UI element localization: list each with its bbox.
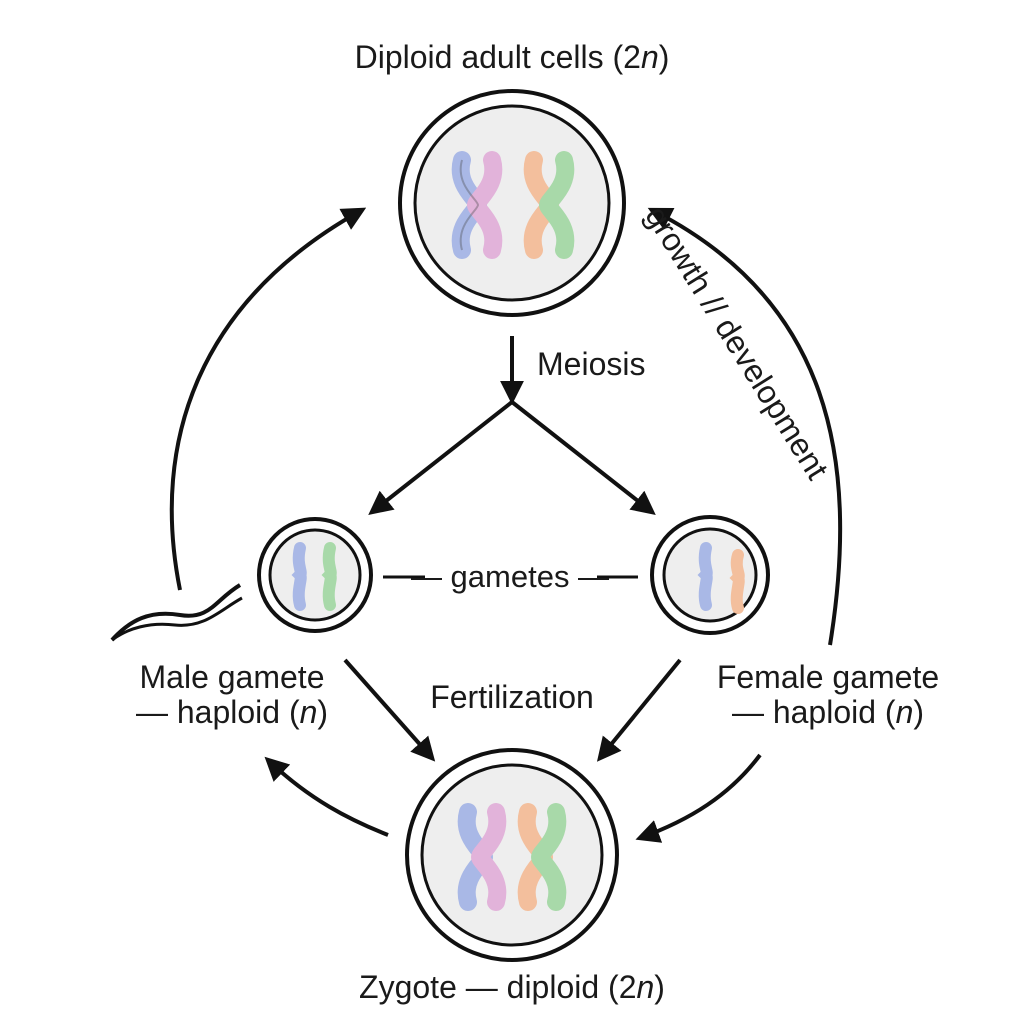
meiosis-arrow — [368, 336, 656, 515]
fertilization-arrows — [343, 658, 682, 762]
female-gamete-label: Female gamete — haploid (n) — [716, 659, 940, 731]
meiosis-label: Meiosis — [537, 346, 646, 382]
chromosome-orange-green — [523, 151, 575, 259]
diploid-adult-cell — [398, 89, 626, 317]
zygote-to-male-arrow — [264, 756, 389, 837]
chromosome-blue-pink — [451, 151, 503, 259]
left-cycle-arrow — [169, 207, 367, 591]
zygote-label: Zygote — diploid (2n) — [359, 969, 665, 1005]
gametes-label: — gametes — — [410, 559, 610, 594]
fertilization-label: Fertilization — [430, 679, 594, 715]
zygote-cell — [405, 748, 619, 962]
male-gamete-label: Male gamete — haploid (n) — [135, 659, 329, 731]
female-gamete-cell — [650, 515, 770, 635]
female-to-zygote-arrow — [635, 753, 762, 843]
male-gamete-cell — [110, 517, 373, 642]
growth-arrow — [647, 207, 843, 646]
diploid-adult-cells-label: Diploid adult cells (2n) — [354, 39, 670, 75]
